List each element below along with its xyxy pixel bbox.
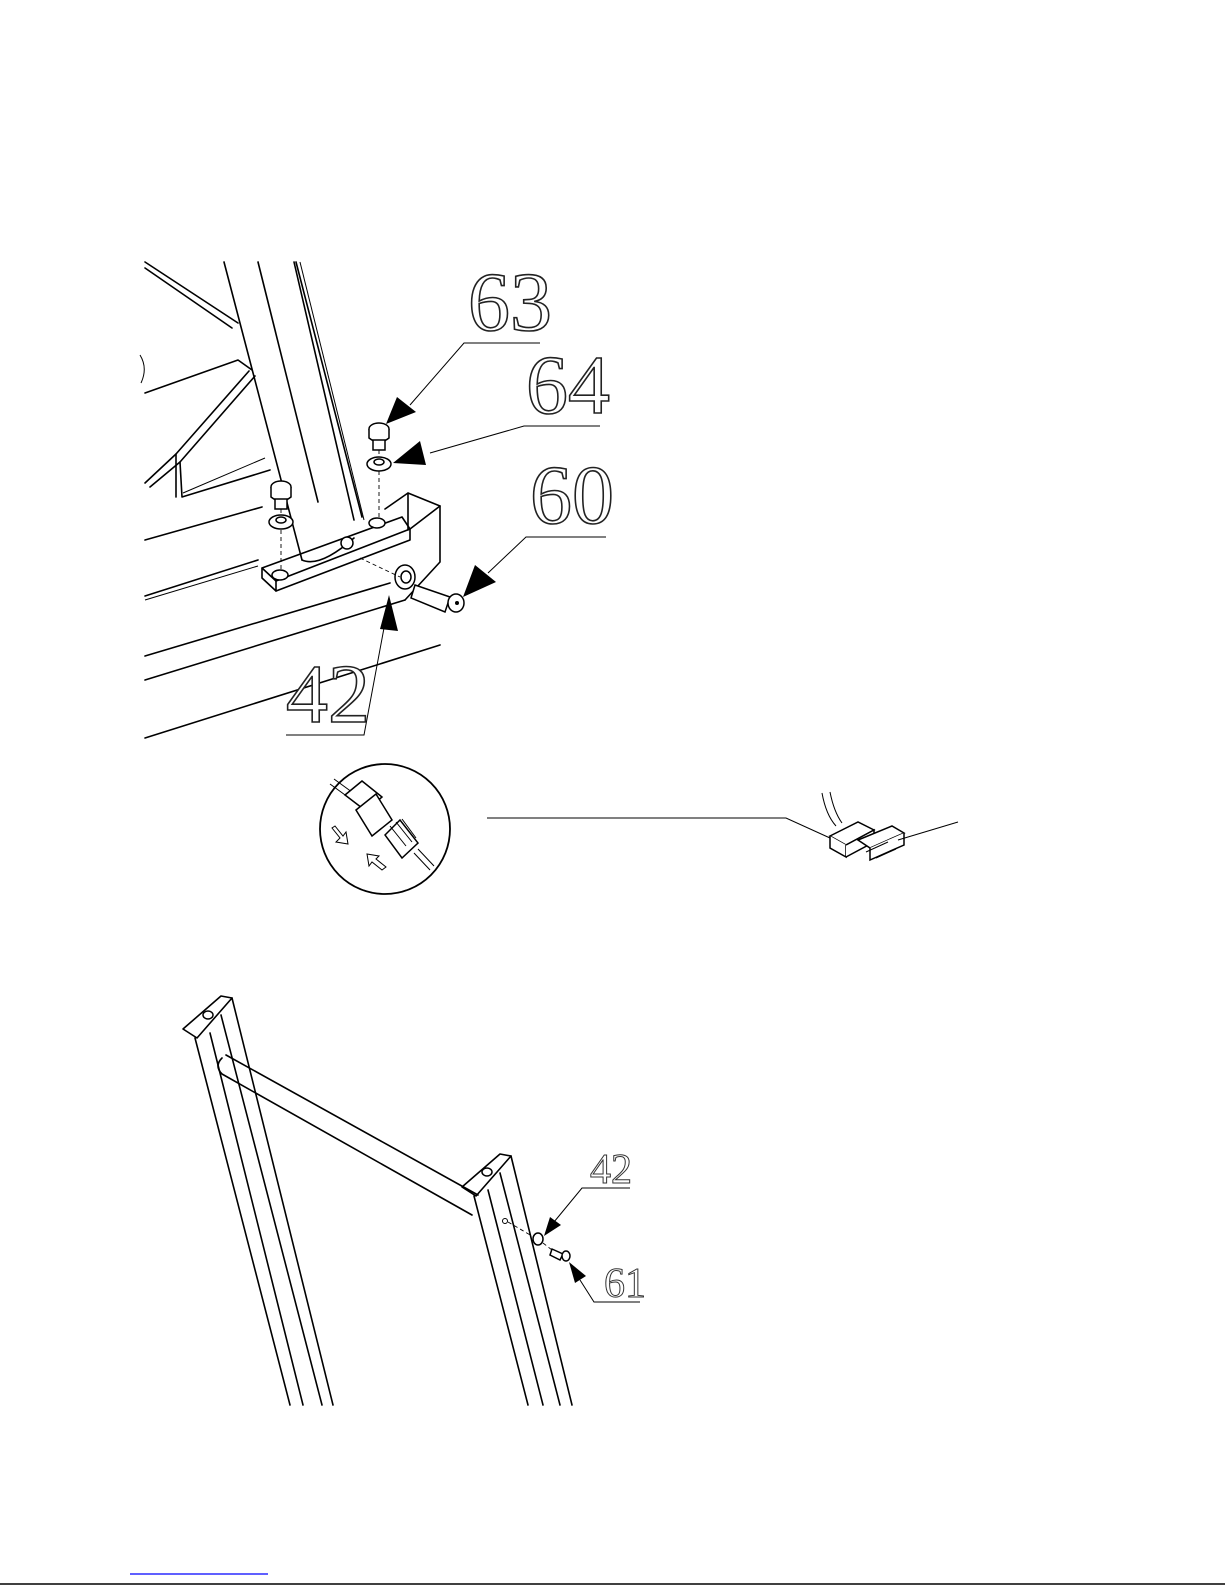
- washer-64: [367, 457, 391, 471]
- callout-42-bottom: 42: [590, 1147, 632, 1193]
- callout-60: 60: [530, 449, 614, 542]
- washer-42-bottom: [533, 1233, 543, 1245]
- connector-detail: [320, 764, 958, 894]
- callout-61: 61: [604, 1261, 646, 1307]
- leader-42-bottom: [544, 1188, 630, 1236]
- bolt-60: [411, 585, 464, 612]
- base-frame-assembly: 63 64 60 42: [140, 256, 614, 741]
- callout-42-top: 42: [286, 648, 370, 741]
- bolt-61: [550, 1249, 570, 1261]
- washer-42-top: [395, 565, 415, 589]
- upright-frame-assembly: 42 61: [183, 996, 646, 1405]
- leader-63: [386, 343, 540, 424]
- callout-64: 64: [526, 339, 610, 432]
- washer-left: [269, 515, 293, 529]
- leader-60: [463, 537, 606, 597]
- pulley-edge: [140, 355, 144, 383]
- callout-63: 63: [468, 256, 552, 349]
- cable-connector: [822, 792, 958, 860]
